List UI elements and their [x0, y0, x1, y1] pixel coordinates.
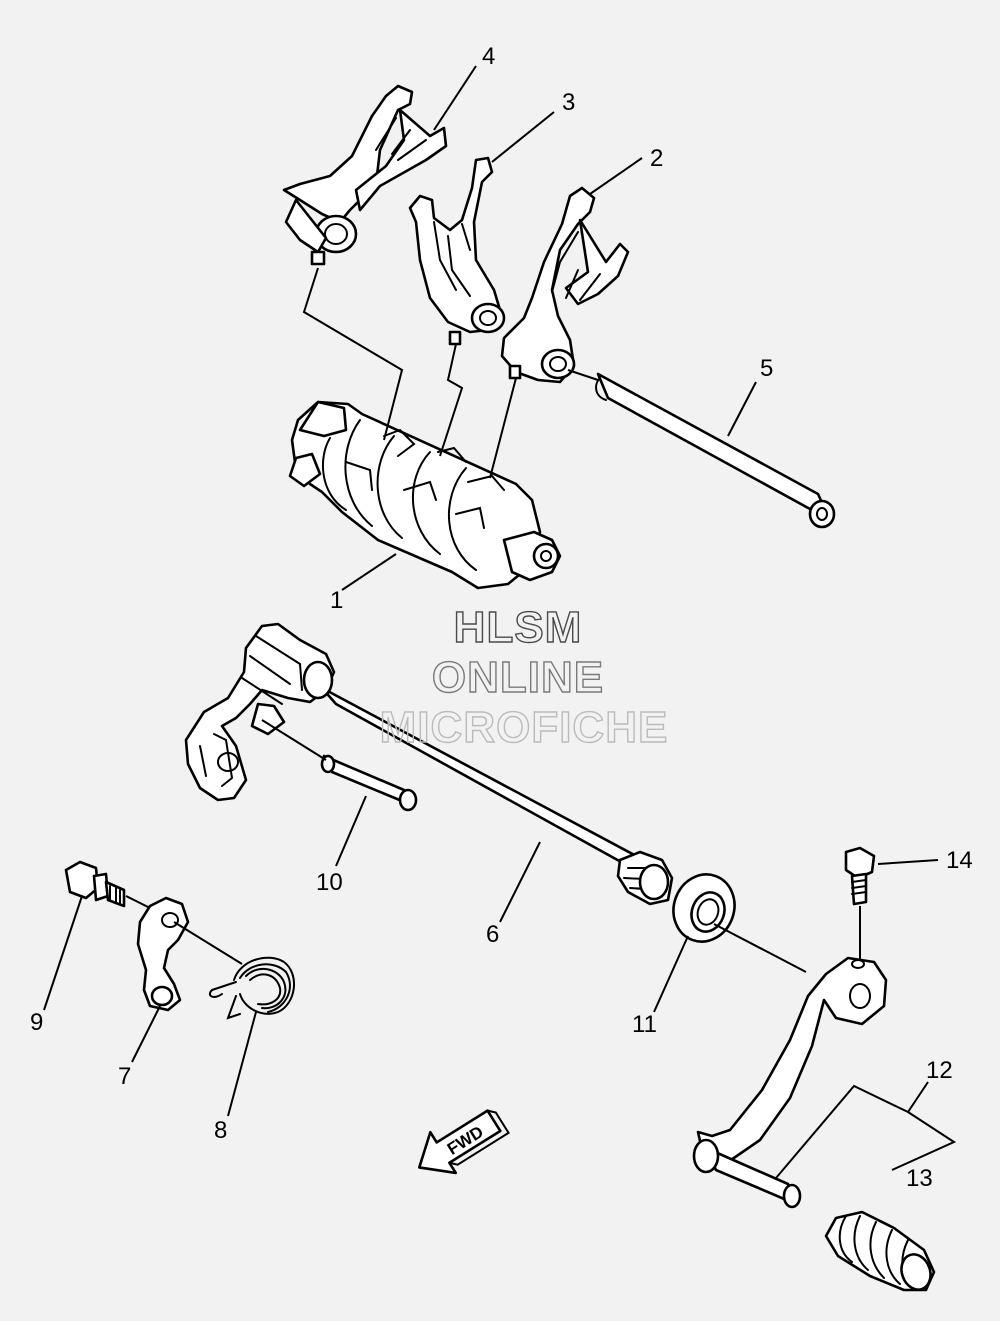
bolt-14 [844, 846, 876, 962]
callout-leaders [43, 65, 957, 1179]
callout-12: 12 [926, 1057, 953, 1084]
torsion-spring-8 [208, 956, 296, 1020]
pin-10 [261, 719, 418, 812]
shift-pedal-12 [692, 956, 888, 1209]
callout-10: 10 [316, 869, 343, 896]
watermark: HLSM ONLINE MICROFICHE [379, 602, 669, 752]
fork-shaft-5 [567, 369, 836, 529]
callout-labels: 1 2 3 4 5 6 7 8 9 10 11 12 13 14 [30, 43, 973, 1192]
oil-seal-11 [672, 873, 807, 973]
callout-8: 8 [214, 1117, 227, 1144]
callout-9: 9 [30, 1009, 43, 1036]
callout-3: 3 [562, 89, 575, 116]
shift-fork-3 [408, 156, 506, 346]
callout-13: 13 [906, 1165, 933, 1192]
pedal-rubber-13 [824, 1210, 936, 1292]
callout-6: 6 [486, 921, 499, 948]
fork-to-drum-leaders [302, 267, 517, 479]
callout-5: 5 [760, 355, 773, 382]
callout-11: 11 [632, 1011, 657, 1038]
bolt-9 [64, 860, 151, 909]
shift-fork-2 [500, 186, 630, 384]
fwd-arrow-icon: FWD [417, 1109, 510, 1175]
callout-7: 7 [118, 1063, 131, 1090]
stopper-lever-7 [136, 896, 243, 1012]
watermark-line3: MICROFICHE [380, 703, 669, 752]
callout-1: 1 [330, 587, 343, 614]
watermark-line1: HLSM [454, 603, 583, 652]
shift-shaft-6 [184, 622, 674, 906]
callout-14: 14 [946, 847, 973, 874]
callout-4: 4 [482, 43, 495, 70]
shift-fork-4 [282, 84, 448, 266]
callout-2: 2 [650, 145, 663, 172]
shift-drum-1 [288, 400, 562, 590]
watermark-line2: ONLINE [432, 653, 604, 702]
